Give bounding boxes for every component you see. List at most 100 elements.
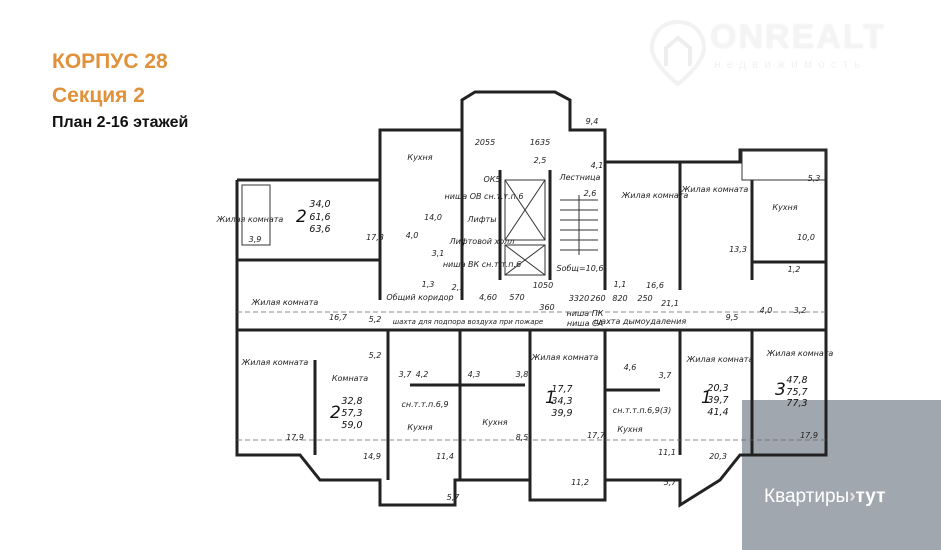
apartment-5-label: 3 47,8 75,7 77,3	[775, 375, 808, 409]
svg-text:41,4: 41,4	[707, 407, 728, 418]
svg-text:Жилая комната: Жилая комната	[766, 349, 834, 358]
badge-text: Квартиры	[764, 486, 850, 507]
svg-text:4,60: 4,60	[479, 293, 497, 302]
room-areas: 17,3 14,0 4,0 3,1 1,3 16,7 5,2 3,9 17,9 …	[249, 117, 821, 502]
svg-text:77,3: 77,3	[786, 398, 807, 409]
svg-text:Комната: Комната	[332, 374, 368, 383]
svg-text:1635: 1635	[530, 138, 550, 147]
svg-text:5,3: 5,3	[808, 174, 821, 183]
svg-text:5,2: 5,2	[369, 315, 382, 324]
svg-text:Общий коридор: Общий коридор	[386, 293, 453, 302]
svg-text:570: 570	[509, 293, 524, 302]
svg-text:Кухня: Кухня	[407, 423, 432, 432]
svg-text:1,1: 1,1	[614, 280, 627, 289]
svg-text:Кухня: Кухня	[482, 418, 507, 427]
svg-text:Жилая комната: Жилая комната	[686, 355, 754, 364]
svg-text:9,5: 9,5	[726, 313, 739, 322]
svg-text:61,6: 61,6	[309, 212, 330, 223]
svg-text:Жилая комната: Жилая комната	[681, 185, 749, 194]
svg-text:ниша ОВ сн.т.т.п.6: ниша ОВ сн.т.т.п.6	[445, 192, 524, 201]
svg-text:шахта для подпора воздуха при: шахта для подпора воздуха при пожаре	[393, 318, 543, 326]
room-labels: Жилая комната Жилая комната Жилая комнат…	[216, 153, 834, 434]
svg-text:17,9: 17,9	[800, 431, 818, 440]
svg-text:Лифтовой холл: Лифтовой холл	[449, 237, 515, 246]
chevron-icon: ›	[849, 486, 856, 507]
svg-text:8,5: 8,5	[516, 433, 529, 442]
svg-text:11,1: 11,1	[658, 448, 676, 457]
svg-text:39,9: 39,9	[551, 408, 572, 419]
floors-title: План 2-16 этажей	[52, 114, 189, 131]
svg-text:5,7: 5,7	[447, 493, 461, 502]
svg-text:сн.т.т.п.6,9(3): сн.т.т.п.6,9(3)	[613, 406, 671, 415]
dimensions: 2055 1635 1050 3320 260 820 250 570 360 …	[475, 138, 653, 312]
svg-text:сн.т.т.п.6,9: сн.т.т.п.6,9	[401, 400, 448, 409]
svg-text:Кухня: Кухня	[617, 425, 642, 434]
kvartiry-tut-badge: Квартиры›тут	[742, 400, 941, 550]
apartment-3-label: 1 17,7 34,3 39,9	[545, 384, 573, 419]
svg-text:4,0: 4,0	[760, 306, 773, 315]
svg-text:16,7: 16,7	[329, 313, 348, 322]
svg-text:Лифты: Лифты	[466, 215, 496, 224]
apartment-1-label: 2 34,0 61,6 63,6	[296, 199, 331, 235]
svg-text:820: 820	[612, 294, 627, 303]
svg-text:17,9: 17,9	[286, 433, 304, 442]
svg-text:Кухня: Кухня	[772, 203, 797, 212]
svg-text:2,1: 2,1	[452, 283, 465, 292]
onrealt-watermark: ONREALT недвижимость	[648, 18, 886, 87]
svg-text:260: 260	[590, 294, 605, 303]
svg-text:32,8: 32,8	[341, 396, 362, 407]
svg-text:10,0: 10,0	[797, 233, 815, 242]
svg-text:3,8: 3,8	[516, 370, 529, 379]
svg-text:250: 250	[637, 294, 652, 303]
svg-text:3: 3	[775, 380, 786, 400]
svg-text:39,7: 39,7	[707, 395, 728, 406]
svg-text:Жилая комната: Жилая комната	[241, 358, 309, 367]
svg-text:Жилая комната: Жилая комната	[216, 215, 284, 224]
svg-text:1,3: 1,3	[422, 280, 435, 289]
building-title: КОРПУС 28	[52, 50, 168, 73]
svg-text:14,0: 14,0	[424, 213, 442, 222]
svg-text:5,2: 5,2	[369, 351, 382, 360]
svg-text:Sобщ=10,6: Sобщ=10,6	[557, 264, 604, 273]
svg-text:21,1: 21,1	[661, 299, 679, 308]
svg-text:63,6: 63,6	[309, 224, 330, 235]
badge-brand: тут	[855, 486, 886, 507]
svg-text:шахта дымоудаления: шахта дымоудаления	[594, 317, 686, 326]
svg-text:9,4: 9,4	[586, 117, 599, 126]
svg-text:4,0: 4,0	[406, 231, 419, 240]
svg-text:13,3: 13,3	[729, 245, 747, 254]
svg-text:2,6: 2,6	[584, 189, 597, 198]
watermark-brand: ONREALT	[710, 18, 886, 56]
svg-text:ниша ПК: ниша ПК	[567, 309, 604, 318]
svg-text:34,0: 34,0	[309, 199, 330, 210]
svg-text:2: 2	[330, 403, 341, 423]
svg-text:1: 1	[701, 388, 712, 408]
svg-text:3,7: 3,7	[659, 371, 673, 380]
svg-text:3320: 3320	[569, 294, 589, 303]
svg-text:4,2: 4,2	[416, 370, 429, 379]
svg-text:2,5: 2,5	[534, 156, 547, 165]
svg-text:4,1: 4,1	[591, 161, 604, 170]
svg-text:57,3: 57,3	[341, 408, 362, 419]
svg-text:11,2: 11,2	[571, 478, 589, 487]
svg-text:Жилая комната: Жилая комната	[531, 353, 599, 362]
svg-text:Лестница: Лестница	[559, 173, 601, 182]
svg-text:ОК5: ОК5	[483, 175, 500, 184]
svg-text:17,7: 17,7	[551, 384, 572, 395]
section-title: Секция 2	[52, 84, 145, 107]
svg-text:3,9: 3,9	[249, 235, 262, 244]
svg-text:360: 360	[539, 303, 554, 312]
svg-text:Жилая комната: Жилая комната	[251, 298, 319, 307]
svg-text:1: 1	[545, 388, 556, 408]
svg-text:14,9: 14,9	[363, 452, 381, 461]
house-pin-icon	[649, 19, 707, 87]
svg-text:16,6: 16,6	[646, 281, 664, 290]
svg-text:11,4: 11,4	[436, 452, 454, 461]
svg-text:17,3: 17,3	[366, 233, 384, 242]
svg-text:1,2: 1,2	[788, 265, 801, 274]
svg-text:ниша СА: ниша СА	[567, 319, 603, 328]
svg-text:20,3: 20,3	[707, 383, 728, 394]
svg-text:20,3: 20,3	[709, 452, 727, 461]
apartment-4-label: 1 20,3 39,7 41,4	[701, 383, 729, 418]
svg-text:59,0: 59,0	[341, 420, 362, 431]
